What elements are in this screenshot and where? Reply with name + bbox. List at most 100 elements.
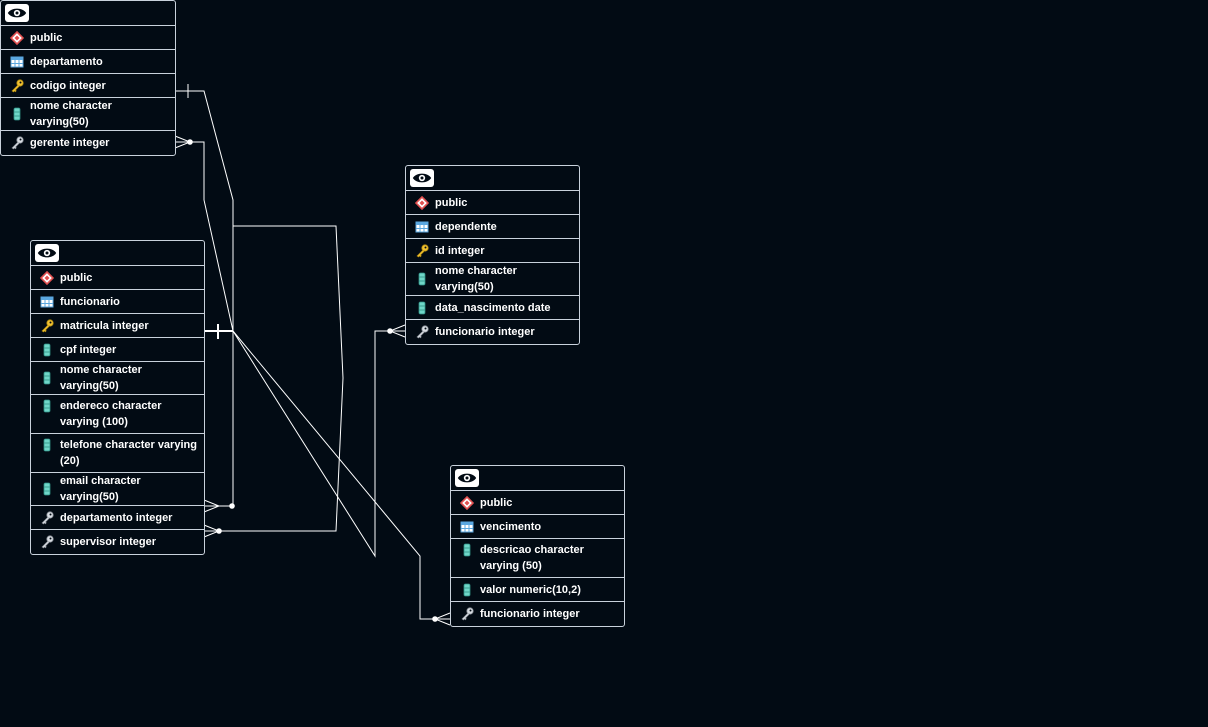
link-funcionario-supervisor (204, 225, 344, 532)
column-row[interactable]: gerente integer (1, 131, 175, 155)
table-header (451, 466, 624, 491)
eye-icon[interactable] (35, 244, 59, 262)
column-row[interactable]: funcionario integer (451, 602, 624, 626)
primary-key-icon (10, 79, 24, 93)
column-row[interactable]: endereco character varying (100) (31, 395, 204, 434)
schema-diamond-icon (460, 496, 474, 510)
column-label: departamento integer (60, 511, 173, 524)
column-label: nome character varying(50) (30, 100, 112, 128)
column-icon (415, 272, 429, 286)
table-name-row[interactable]: departamento (1, 50, 175, 74)
schema-label: public (480, 496, 513, 509)
column-label: valor numeric(10,2) (480, 583, 581, 596)
table-name: funcionario (60, 295, 120, 308)
column-row[interactable]: valor numeric(10,2) (451, 578, 624, 602)
column-label: supervisor integer (60, 536, 156, 548)
table-name: vencimento (480, 520, 542, 533)
column-row[interactable]: departamento integer (31, 506, 204, 530)
column-row[interactable]: funcionario integer (406, 320, 579, 344)
schema-diamond-icon (10, 31, 24, 45)
column-icon (415, 301, 429, 315)
schema-diamond-icon (415, 196, 429, 210)
many-marker (187, 139, 193, 145)
foreign-key-icon (415, 325, 429, 339)
column-row[interactable]: descricao character varying (50) (451, 539, 624, 578)
link-funcionario-departamento (175, 90, 234, 507)
column-row[interactable]: cpf integer (31, 338, 204, 362)
many-marker (216, 528, 222, 534)
table-name-row[interactable]: funcionario (31, 290, 204, 314)
foreign-key-icon (460, 607, 474, 621)
table-name: departamento (30, 55, 103, 68)
table-dependente[interactable]: public dependente id integer nome charac… (405, 165, 580, 345)
column-label: endereco character varying (100) (60, 400, 162, 428)
column-row[interactable]: data_nascimento date (406, 296, 579, 320)
column-icon (460, 583, 474, 597)
column-icon (40, 482, 54, 496)
column-label: funcionario integer (480, 608, 580, 620)
schema-row: public (1, 26, 175, 50)
column-icon (40, 343, 54, 357)
column-row[interactable]: id integer (406, 239, 579, 263)
link-dependente-funcionario (232, 330, 405, 558)
column-label: telefone character varying (20) (60, 439, 197, 467)
column-label: cpf integer (60, 343, 117, 356)
eye-icon[interactable] (5, 4, 29, 22)
column-row[interactable]: codigo integer (1, 74, 175, 98)
table-grid-icon (415, 220, 429, 234)
foreign-key-icon (10, 136, 24, 150)
column-icon (40, 399, 54, 413)
table-departamento[interactable]: public departamento codigo integer nome … (0, 0, 176, 156)
column-label: nome character varying(50) (435, 265, 517, 293)
schema-row: public (451, 491, 624, 515)
column-row[interactable]: nome character varying(50) (406, 263, 579, 296)
table-funcionario[interactable]: public funcionario matricula integer cpf… (30, 240, 205, 555)
table-vencimento[interactable]: public vencimento descricao character va… (450, 465, 625, 627)
column-row[interactable]: supervisor integer (31, 530, 204, 554)
link-vencimento-funcionario (232, 330, 450, 620)
column-label: data_nascimento date (435, 301, 551, 314)
many-marker (229, 503, 235, 509)
eye-icon[interactable] (410, 169, 434, 187)
column-label: codigo integer (30, 79, 106, 92)
column-row[interactable]: telefone character varying (20) (31, 434, 204, 473)
column-icon (10, 107, 24, 121)
table-header (31, 241, 204, 266)
foreign-key-icon (40, 511, 54, 525)
column-row[interactable]: matricula integer (31, 314, 204, 338)
foreign-key-icon (40, 535, 54, 549)
column-label: email character varying(50) (60, 475, 141, 503)
table-name-row[interactable]: dependente (406, 215, 579, 239)
column-icon (40, 438, 54, 452)
schema-diamond-icon (40, 271, 54, 285)
column-label: gerente integer (30, 137, 110, 149)
table-grid-icon (10, 55, 24, 69)
many-marker (432, 616, 438, 622)
column-label: nome character varying(50) (60, 364, 142, 392)
eye-icon[interactable] (455, 469, 479, 487)
table-name-row[interactable]: vencimento (451, 515, 624, 539)
primary-key-icon (415, 244, 429, 258)
schema-label: public (30, 31, 63, 44)
table-header (406, 166, 579, 191)
primary-key-icon (40, 319, 54, 333)
schema-row: public (31, 266, 204, 290)
column-label: funcionario integer (435, 326, 535, 338)
column-row[interactable]: email character varying(50) (31, 473, 204, 506)
schema-row: public (406, 191, 579, 215)
table-header (1, 1, 175, 26)
column-label: id integer (435, 244, 485, 257)
schema-label: public (435, 196, 468, 209)
column-row[interactable]: nome character varying(50) (1, 98, 175, 131)
schema-label: public (60, 271, 93, 284)
table-grid-icon (460, 520, 474, 534)
many-marker (387, 328, 393, 334)
column-icon (40, 371, 54, 385)
table-name: dependente (435, 220, 497, 233)
column-icon (460, 543, 474, 557)
column-row[interactable]: nome character varying(50) (31, 362, 204, 395)
table-grid-icon (40, 295, 54, 309)
column-label: matricula integer (60, 319, 149, 332)
column-label: descricao character varying (50) (480, 544, 584, 572)
